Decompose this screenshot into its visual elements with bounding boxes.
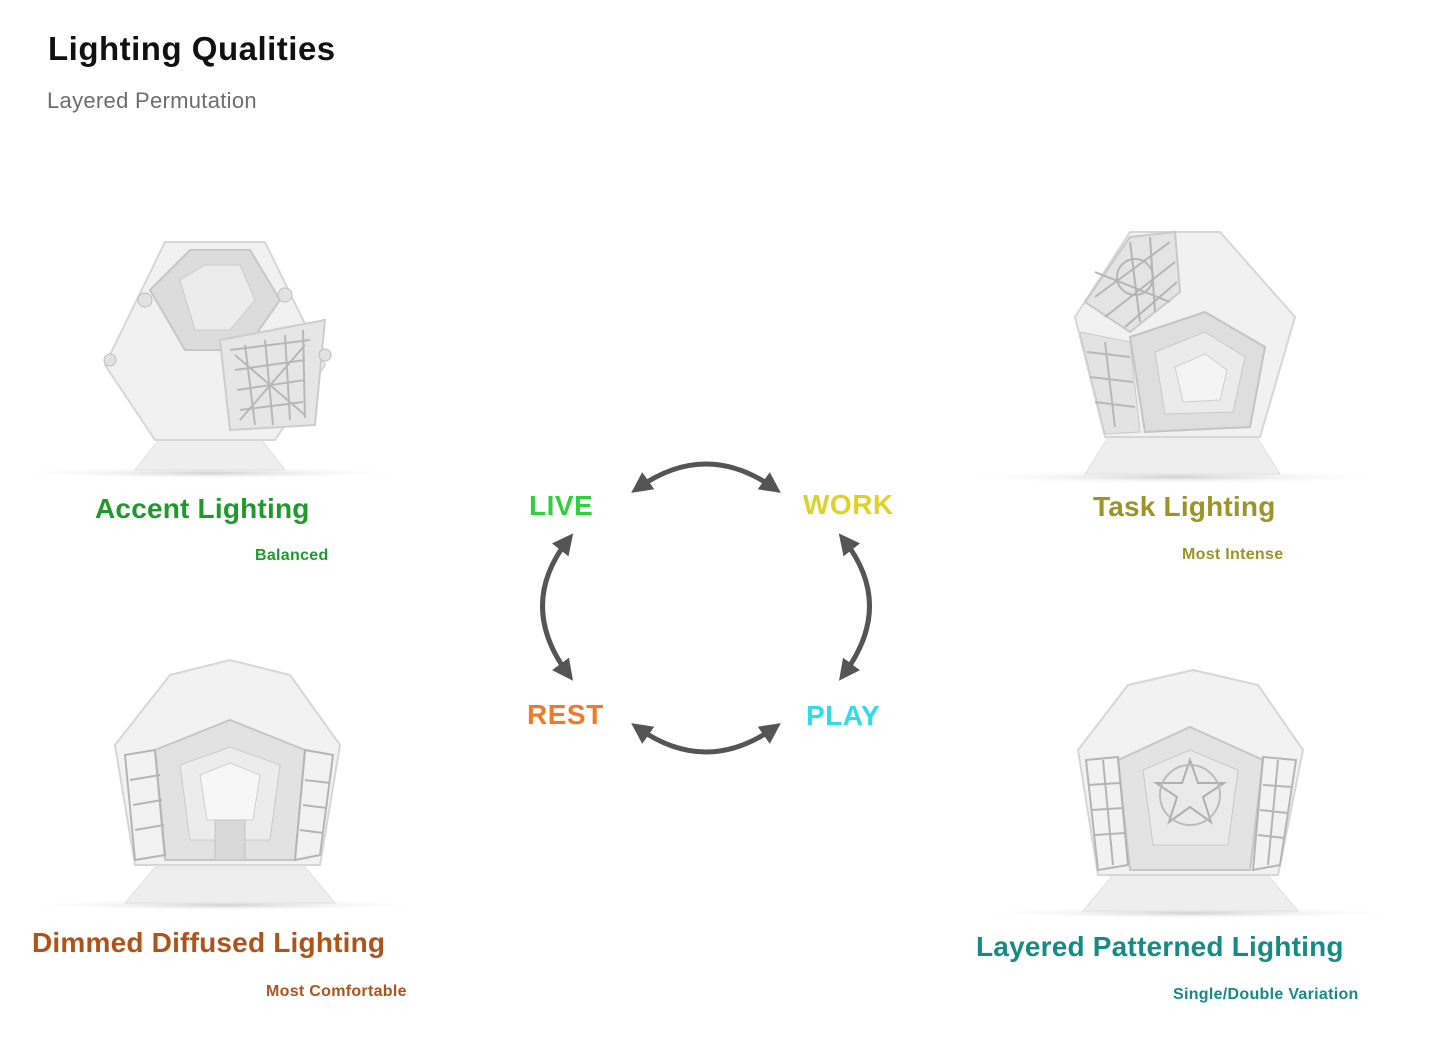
- page-title: Lighting Qualities: [48, 30, 336, 67]
- task-lighting-title: Task Lighting: [1093, 491, 1276, 522]
- task-lighting-note: Most Intense: [1182, 546, 1284, 563]
- arrow-live-rest-icon: [540, 533, 574, 681]
- dimmed-diffused-lighting-title: Dimmed Diffused Lighting: [32, 927, 386, 958]
- cycle-label-work: WORK: [803, 489, 894, 520]
- dimmed-lamp-icon: [15, 655, 435, 910]
- layered-patterned-lighting-title: Layered Patterned Lighting: [976, 931, 1344, 962]
- accent-lighting-title: Accent Lighting: [95, 493, 310, 524]
- cycle-arrows: [540, 461, 872, 755]
- accent-lighting-note: Balanced: [255, 547, 329, 564]
- patterned-lamp-icon: [968, 665, 1413, 920]
- cycle-label-live: LIVE: [529, 490, 594, 521]
- arrow-live-work-icon: [631, 461, 781, 493]
- layered-patterned-lighting-note: Single/Double Variation: [1173, 986, 1359, 1003]
- task-lamp-icon: [955, 222, 1395, 484]
- cycle-label-rest: REST: [527, 699, 604, 730]
- dimmed-diffused-lighting-note: Most Comfortable: [266, 983, 407, 1000]
- cycle-label-play: PLAY: [806, 700, 881, 731]
- arrow-rest-play-icon: [631, 723, 781, 755]
- page-subtitle: Layered Permutation: [47, 88, 257, 113]
- arrow-work-play-icon: [838, 533, 872, 681]
- accent-lamp-icon: [5, 230, 415, 480]
